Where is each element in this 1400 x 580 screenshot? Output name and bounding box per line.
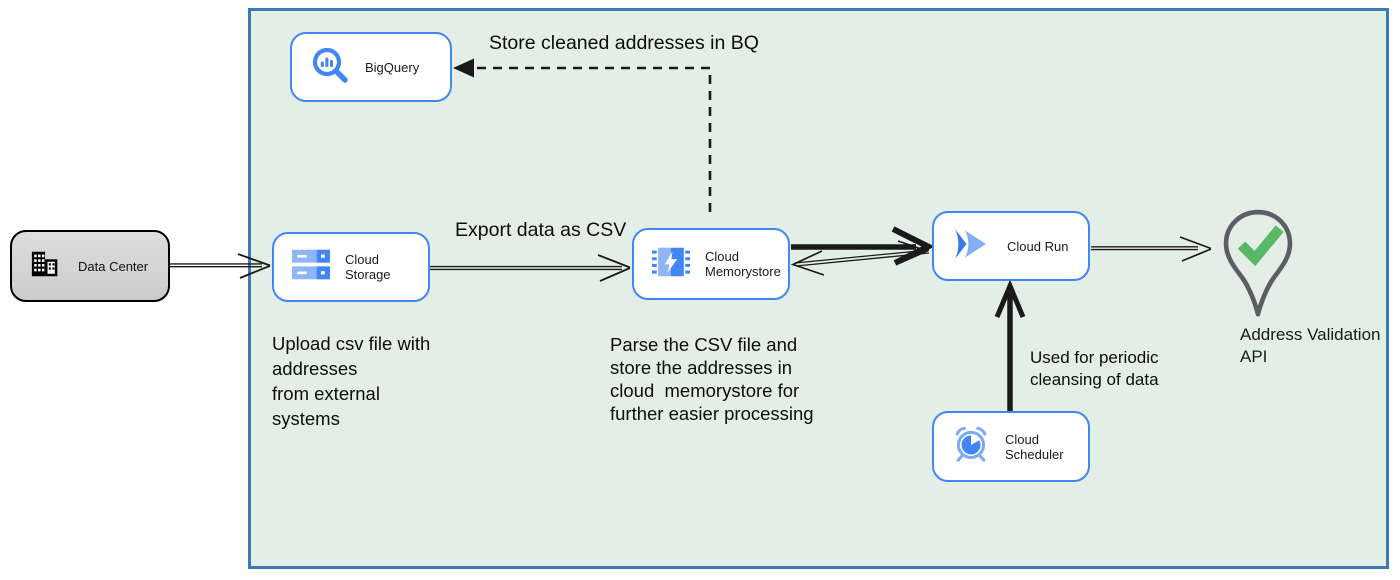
annotation-export-csv: Export data as CSV	[455, 219, 627, 241]
bigquery-icon	[310, 45, 350, 90]
node-label: Cloud Storage	[345, 252, 391, 282]
node-data-center: Data Center	[10, 230, 170, 302]
data-center-icon	[30, 249, 62, 284]
node-label: Data Center	[78, 258, 149, 274]
cloud-storage-icon	[292, 249, 330, 286]
node-cloud-storage: Cloud Storage	[272, 232, 430, 302]
node-cloud-scheduler: Cloud Scheduler	[932, 411, 1090, 482]
annotation-store-bq: Store cleaned addresses in BQ	[489, 32, 759, 54]
address-validation-label: Address Validation API	[1240, 325, 1381, 366]
node-cloud-run: Cloud Run	[932, 211, 1090, 281]
node-cloud-memorystore: Cloud Memorystore	[632, 228, 790, 300]
node-label: BigQuery	[365, 59, 420, 75]
cloud-run-icon	[952, 227, 992, 266]
cloud-memorystore-icon	[652, 243, 690, 286]
address-validation-pin	[1220, 208, 1296, 345]
annotation-upload-note: Upload csv file with addresses from exte…	[272, 333, 431, 429]
node-label: Cloud Memorystore	[705, 249, 781, 279]
node-label: Cloud Scheduler	[1005, 431, 1064, 462]
annotation-parse-note: Parse the CSV file and store the address…	[610, 334, 814, 424]
check-icon	[1237, 225, 1284, 267]
node-bigquery: BigQuery	[290, 32, 452, 102]
annotation-periodic-note: Used for periodic cleansing of data	[1030, 348, 1159, 389]
pin-outline	[1223, 209, 1293, 317]
cloud-scheduler-icon	[952, 425, 990, 468]
node-label: Cloud Run	[1007, 238, 1069, 254]
